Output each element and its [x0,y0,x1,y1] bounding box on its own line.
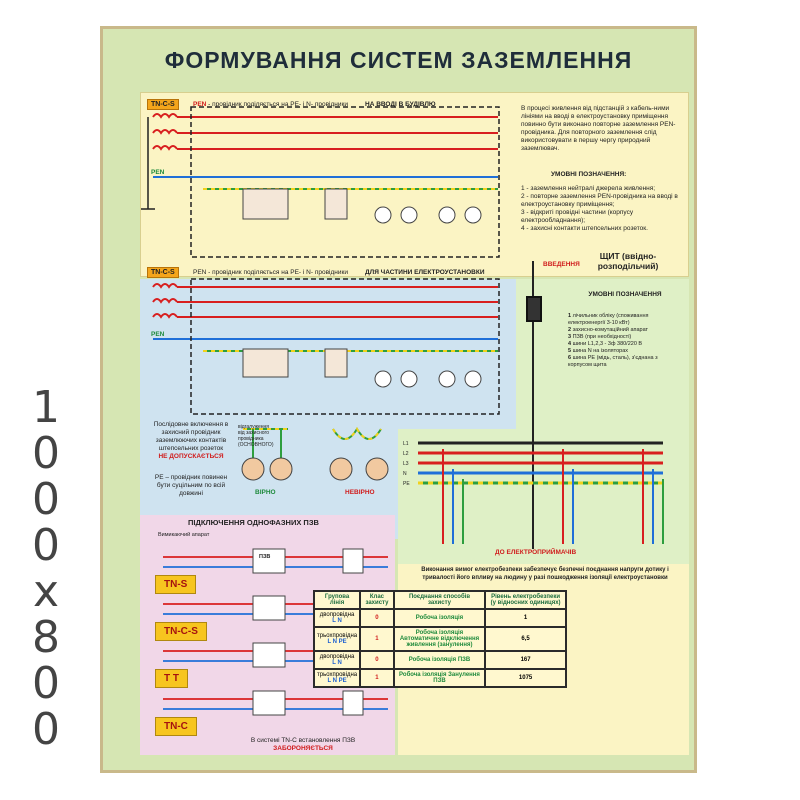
top-legend-title: УМОВНІ ПОЗНАЧЕННЯ: [551,171,627,178]
switchboard-output: ДО ЕЛЕКТРОПРИЙМАЧІВ [495,549,577,556]
rcd-title: ПІДКЛЮЧЕННЯ ОДНОФАЗНИХ ПЗВ [188,518,319,527]
table-cell: Робоча ізоляція ПЗВ [392,650,487,670]
table-header-row: Групова лінія Клас захисту Поєднання спо… [312,590,567,610]
switchboard-legend-item: 6 шина PE (мідь, сталь), з'єднана з корп… [568,355,658,368]
pe-note: PE – провідник повинен бути суцільним по… [154,474,228,497]
rcd-system-tn-c-s: TN-C-S [155,622,207,641]
table-title: Виконання вимог електробезпеки забезпечу… [421,567,669,581]
top-section-title: НА ВВОДІ В БУДІВЛЮ [365,101,436,108]
rcd-device-label: ПЗВ [259,554,271,560]
top-legend: 1 - заземлення нейтралі джерела живлення… [521,185,681,233]
table-cell: 0 [359,608,395,628]
switchboard-input: ВВЕДЕННЯ [543,261,580,268]
incorrect-label: НЕВІРНО [345,489,375,496]
middle-section-title: ДЛЯ ЧАСТИНИ ЕЛЕКТРОУСТАНОВКИ [365,269,485,276]
table-cell: 1075 [484,668,567,688]
switchboard-legend-item: 3 ПЗВ (при необхідності) [568,334,632,340]
table-cell: 0 [359,650,395,670]
rcd-breaker-label: Вимикаючий апарат [158,532,210,538]
top-panel [140,92,689,277]
rcd-system-tn-c: TN-C [155,717,197,736]
protection-table: Групова лінія Клас захисту Поєднання спо… [312,590,567,688]
correct-label: ВІРНО [255,489,276,496]
wrong-note: Послідовне включення в захисний провідни… [153,421,229,460]
bus-labels: L1 L2 L3 N PE [403,441,410,487]
table-cell: 1 [484,608,567,628]
switchboard-legend: 1 лічильник обліку (споживання електроен… [568,313,683,369]
top-legend-item: 4 - захисні контакти штепсельних розеток… [521,225,648,232]
top-description: В процесі живлення від підстанцій з кабе… [521,105,676,152]
rcd-system-tt: T T [155,669,188,688]
middle-caption: PEN - провідник поділяється на PE- і N- … [193,269,348,276]
switchboard-legend-item: 4 шини L1,2,3 - 3ф 380/220 В [568,341,643,347]
table-header: Рівень електробезпеки (у відносних одини… [484,590,567,610]
sockets-diagram [241,427,389,481]
switchboard-diagram [418,261,664,549]
top-caption-pen: PEN [193,101,207,108]
switchboard-legend-title: УМОВНІ ПОЗНАЧЕННЯ [588,291,662,298]
switchboard-bus-panel [398,429,689,584]
rcd-footer: В системі TN-C встановлення ПЗВ ЗАБОРОНЯ… [250,737,356,752]
middle-system-tag: TN-C-S [147,267,179,278]
middle-pen-label: PEN [151,331,165,338]
table-header: Клас захисту [359,590,395,610]
socket-notes: відгалуження від захисного провідника (О… [238,424,274,448]
top-legend-item: 2 - повторне заземлення PEN-провідника н… [521,193,678,208]
transformer-coils [152,113,178,151]
poster-frame: ФОРМУВАННЯ СИСТЕМ ЗАЗЕМЛЕННЯ [100,26,697,773]
top-caption-text: - провідник поділяється на PE- і N- пров… [206,101,348,108]
top-caption: PEN - провідник поділяється на PE- і N- … [193,101,353,109]
switchboard-legend-item: 5 шина N на ізоляторах [568,348,629,354]
poster-title: ФОРМУВАННЯ СИСТЕМ ЗАЗЕМЛЕННЯ [164,47,633,73]
table-cell: 1 [359,668,395,688]
middle-diagram [152,278,500,415]
top-system-tag: TN-C-S [147,99,179,110]
rcd-system-tn-s: TN-S [155,575,197,594]
switchboard-legend-item: 1 лічильник обліку (споживання електроен… [568,313,649,326]
table-cell: Робоча ізоляція [392,608,487,628]
table-cell: 6,5 [484,626,567,652]
table-header: Групова лінія [312,590,362,610]
top-legend-item: 1 - заземлення нейтралі джерела живлення… [521,185,656,192]
top-legend-item: 3 - відкриті провідні частини (корпусу е… [521,209,634,224]
wrong-note-red: НЕ ДОПУСКАЄТЬСЯ [158,453,224,460]
table-cell: Робоча ізоляція Занулення ПЗВ [392,668,487,688]
transformer-coils-2 [152,283,178,319]
switchboard-legend-panel [516,279,689,451]
table-cell: 1 [359,626,395,652]
wiring-diagrams [141,106,664,716]
top-pen-label: PEN [151,169,165,176]
switchboard-title: ЩИТ (ввідно-розподільчий) [597,251,659,271]
table-header: Поєднання способів захисту [392,590,487,610]
top-diagram [141,106,500,258]
table-cell: 167 [484,650,567,670]
table-cell: Робоча ізоляція Автоматичне відключення … [392,626,487,652]
switchboard-legend-item: 2 захисно-комутаційний апарат [568,327,649,333]
